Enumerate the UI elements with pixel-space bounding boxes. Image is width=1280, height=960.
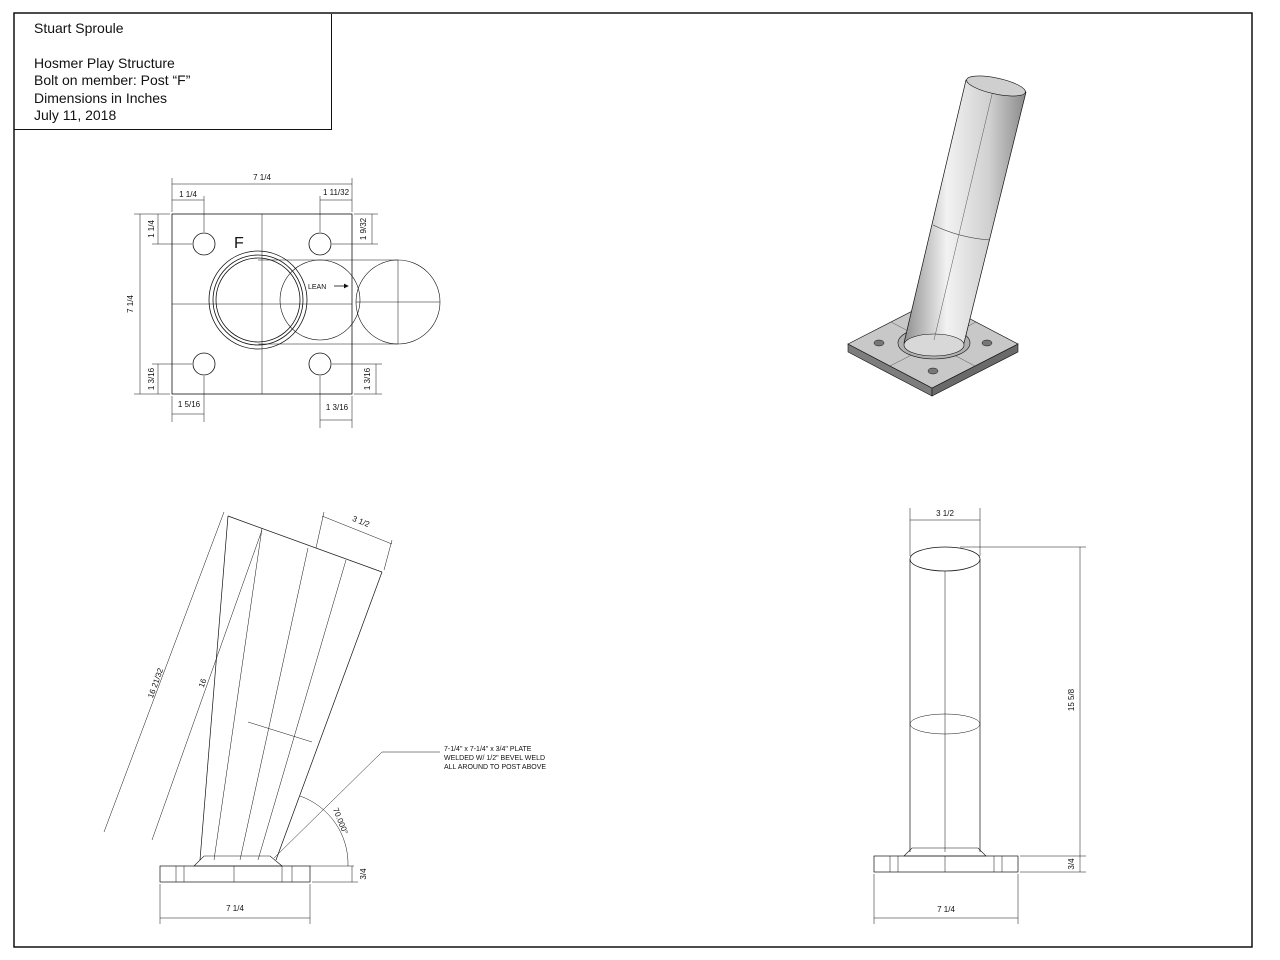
iso-post-top [966, 75, 1026, 97]
dim-right-bottom: 1 3/16 [363, 367, 372, 390]
front-plate [873, 855, 1019, 873]
side-dim-plate-width: 7 1/4 [226, 904, 244, 913]
front-view-labels: 3 1/2 15 5/8 3/4 7 1/4 [936, 509, 1076, 914]
dim-overall-width: 7 1/4 [253, 173, 271, 182]
sheet-border [13, 12, 1253, 948]
iso-post-base [903, 333, 965, 357]
side-view-labels: 3 1/2 16 21/32 16 70.000° 3/4 7 1/4 7-1/… [146, 514, 546, 913]
dim-overall-height: 7 1/4 [126, 295, 135, 313]
lean-mid-circle [279, 259, 361, 341]
iso-post-seam [933, 85, 995, 341]
dim-left-bottom: 1 3/16 [147, 367, 156, 390]
bolt-hole-top-right [308, 232, 332, 256]
dim-bottom-left: 1 5/16 [178, 400, 201, 409]
iso-bolt-hole-4 [927, 367, 939, 375]
dim-bottom-right: 1 3/16 [326, 403, 349, 412]
side-dim-diameter-ext-1 [315, 511, 325, 549]
bolt-hole-bottom-right [308, 352, 332, 376]
front-dim-plate-width: 7 1/4 [937, 905, 955, 914]
side-dim-long: 16 21/32 [146, 666, 165, 699]
side-dim-plate-thickness: 3/4 [359, 868, 368, 880]
dim-top-left-hole: 1 1/4 [179, 190, 197, 199]
weld-note-leader [273, 751, 440, 859]
title-block: Stuart Sproule Hosmer Play Structure Bol… [14, 14, 332, 130]
side-view [103, 511, 440, 924]
plan-view [134, 178, 441, 428]
front-view [873, 508, 1086, 924]
iso-bolt-hole-1 [873, 339, 885, 347]
side-dim-long-line [103, 511, 225, 833]
author-name: Stuart Sproule [34, 20, 124, 36]
side-post-joint [247, 721, 313, 743]
front-dim-diameter: 3 1/2 [936, 509, 954, 518]
post-outer-circle [208, 250, 308, 350]
plan-view-labels: F LEAN 7 1/4 1 1/4 1 11/32 1 1/4 7 1/4 1… [126, 173, 372, 412]
bolt-hole-top-left [192, 232, 216, 256]
isometric-view [847, 75, 1027, 397]
dim-right-top: 1 9/32 [359, 217, 368, 240]
project-name: Hosmer Play Structure [34, 54, 175, 71]
dim-left-top: 1 1/4 [147, 220, 156, 238]
side-post-seam-1 [213, 527, 263, 861]
member-name: Bolt on member: Post “F” [34, 72, 191, 88]
side-post-top [227, 515, 383, 573]
weld-note-line-1: 7-1/4" x 7-1/4" x 3/4" PLATE [444, 746, 532, 753]
side-plate [159, 865, 311, 883]
bolt-hole-bottom-left [192, 352, 216, 376]
lean-label: LEAN [308, 284, 326, 291]
side-dim-short: 16 [197, 677, 209, 689]
front-dim-plate-thickness: 3/4 [1067, 858, 1076, 870]
weld-note-line-3: ALL AROUND TO POST ABOVE [444, 764, 546, 771]
front-dim-height: 15 5/8 [1067, 688, 1076, 711]
units-note: Dimensions in Inches [34, 89, 168, 106]
side-dim-diameter: 3 1/2 [351, 514, 371, 529]
side-post-seam-2 [239, 547, 309, 861]
side-post-edge-right [275, 571, 383, 861]
post-letter: F [234, 235, 244, 252]
side-post-edge-left [199, 515, 229, 861]
front-post-top [909, 546, 981, 572]
iso-post-joint [932, 224, 991, 241]
side-dim-angle-arc [299, 795, 349, 867]
weld-note-line-2: WELDED W/ 1/2" BEVEL WELD [444, 755, 545, 762]
weld-ring [212, 254, 304, 346]
side-dim-diameter-line [321, 515, 393, 545]
side-dim-short-line [151, 529, 263, 841]
iso-bolt-hole-3 [981, 339, 993, 347]
side-weld [193, 855, 283, 867]
iso-post-body [903, 79, 1027, 344]
side-dim-diameter-ext-2 [383, 539, 393, 571]
drawing-date: July 11, 2018 [34, 107, 117, 123]
post-inner-circle [215, 257, 301, 343]
side-post-seam-3 [257, 559, 347, 861]
dim-top-right-hole: 1 11/32 [323, 188, 350, 197]
